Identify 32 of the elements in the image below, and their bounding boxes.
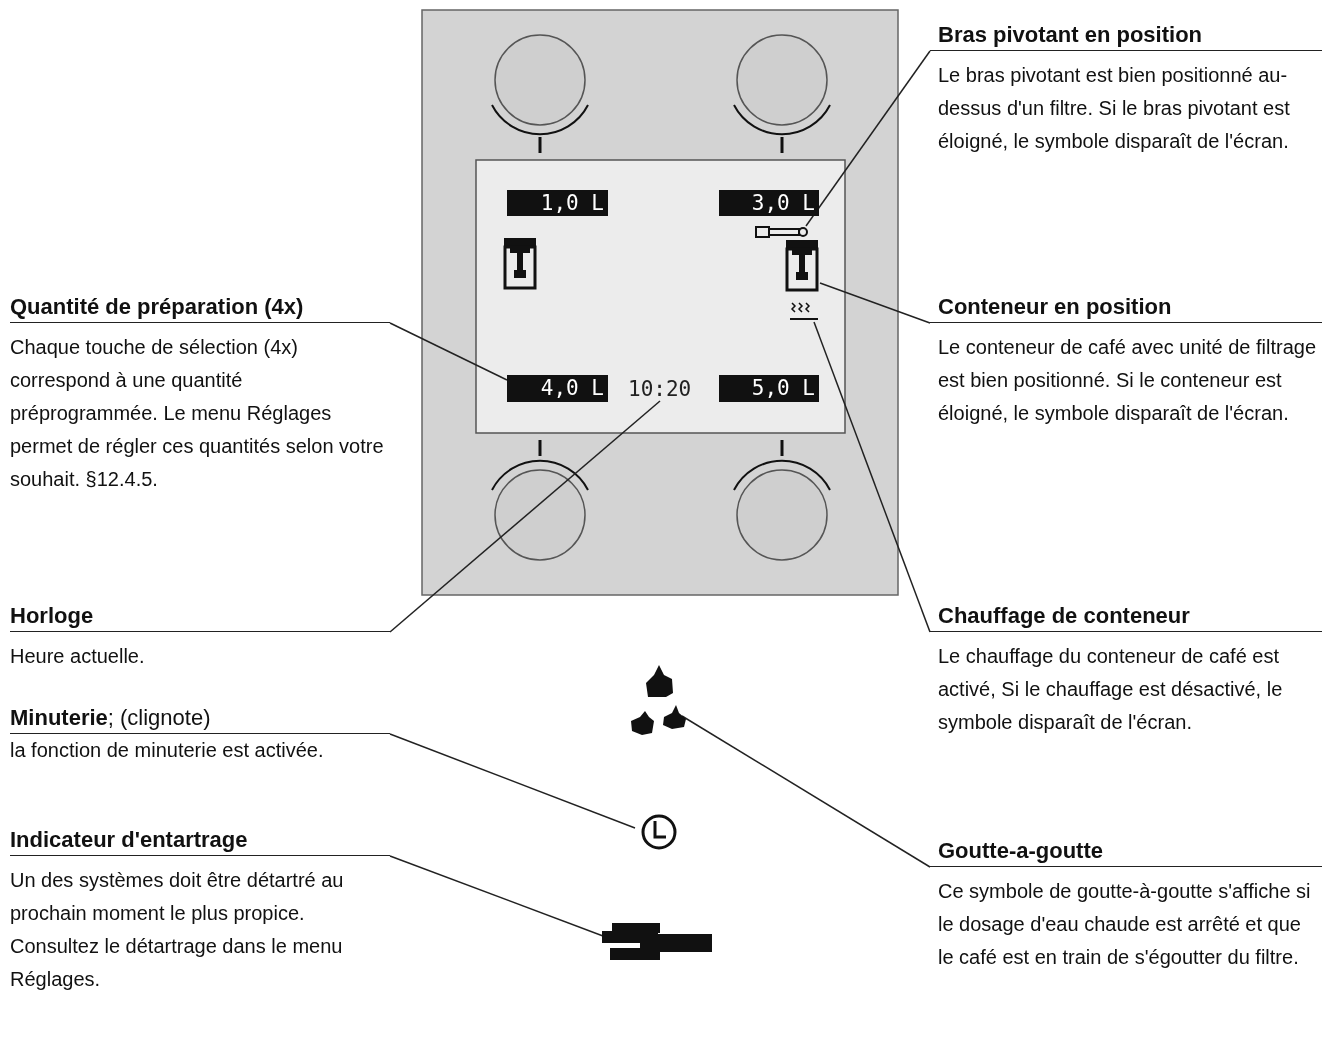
callout-heading: Goutte-a-goutte xyxy=(930,838,1322,867)
callout-heading: Indicateur d'entartrage xyxy=(10,827,390,856)
leader-line xyxy=(681,715,931,868)
callout-text: Le bras pivotant est bien positionné au-dessus d'un filtre. Si le bras pivotant est éloigné, le symbole disparaît de l'écran. xyxy=(937,63,1291,154)
display-value: 1,0 L xyxy=(507,190,608,216)
callout-text: Chaque touche de sélection (4x) correspond à une quantité préprogrammée. Le menu Réglages permet de régler ces quantités selon votre souhait. §12.4.5. xyxy=(10,335,385,492)
callout-heading: Minuterie; (clignote) xyxy=(10,705,390,734)
leader-line xyxy=(813,321,931,633)
leader-line xyxy=(389,733,636,829)
callout-text: Le chauffage du conteneur de café est activé, Si le chauffage est désactivé, le symbole disparaît de l'écran. xyxy=(937,644,1284,735)
callout-heading: Horloge xyxy=(10,603,390,632)
callout-heading: Conteneur en position xyxy=(930,294,1322,323)
leader-line xyxy=(389,855,604,937)
container-icon xyxy=(502,238,538,290)
leader-line xyxy=(389,400,661,633)
display-value: 3,0 L xyxy=(719,190,819,216)
leader-line xyxy=(805,50,931,227)
clock-time: 10:20 xyxy=(628,377,700,401)
display-value: 5,0 L xyxy=(719,375,819,402)
callout-text: Heure actuelle. xyxy=(10,644,146,669)
container-icon xyxy=(784,240,820,292)
display-value: 4,0 L xyxy=(507,375,608,402)
callout-text: Le conteneur de café avec unité de filtrage est bien positionné. Si le conteneur est éloigné, le symbole disparaît de l'écran. xyxy=(937,335,1318,426)
callout-text: la fonction de minuterie est activée. xyxy=(10,738,325,763)
callout-text: Ce symbole de goutte-à-goutte s'affiche si le dosage d'eau chaude est arrêté et que le café est en train de s'égoutter du filtre. xyxy=(937,879,1312,970)
callout-heading: Bras pivotant en position xyxy=(930,22,1322,51)
heating-icon xyxy=(790,300,818,322)
leader-line xyxy=(819,282,931,324)
callout-heading: Chauffage de conteneur xyxy=(930,603,1322,632)
callout-heading: Quantité de préparation (4x) xyxy=(10,294,390,323)
leader-line xyxy=(389,322,508,381)
callout-text: Un des systèmes doit être détartré au prochain moment le plus propice. Consultez le détartrage dans le menu Réglages. xyxy=(10,868,345,992)
